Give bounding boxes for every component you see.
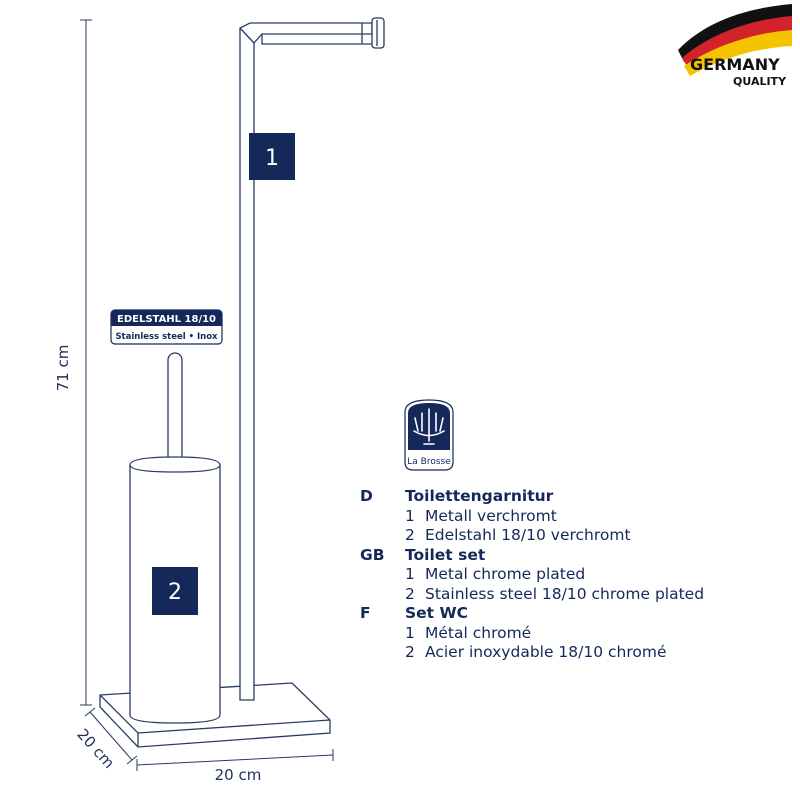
- holder-number: 1: [265, 146, 279, 171]
- flag-stripe-black: [678, 4, 792, 62]
- product-legend: D Toilettengarnitur 1 Metall verchromt 2…: [360, 487, 704, 663]
- la-brosse-text: La Brosse: [407, 457, 451, 467]
- language-code: F: [360, 604, 371, 622]
- holder-end-cap: [371, 17, 385, 49]
- material-badge-title: EDELSTAHL 18/10: [117, 314, 216, 325]
- legend-item: 1 Metal chrome plated: [405, 565, 586, 583]
- height-dimension: [80, 19, 92, 706]
- brush-handle: [167, 352, 183, 464]
- la-brosse-logo: La Brosse: [404, 399, 454, 471]
- legend-german: D Toilettengarnitur 1 Metall verchromt 2…: [360, 487, 704, 546]
- legend-title: Toilettengarnitur: [405, 487, 554, 505]
- language-code: D: [360, 487, 373, 505]
- legend-item: 1 Métal chromé: [405, 623, 532, 642]
- legend-english: GB Toilet set 1 Metal chrome plated 2 St…: [360, 546, 704, 605]
- depth-dimension: [84, 707, 138, 765]
- flag-stripe-gold: [684, 30, 792, 76]
- paper-holder: [239, 17, 385, 701]
- legend-item: 2 Acier inoxydable 18/10 chromé: [405, 643, 667, 661]
- brush-number-box: [152, 567, 198, 615]
- germany-text: GERMANY: [690, 55, 780, 74]
- holder-number-box: [249, 133, 295, 180]
- depth-label: 20 cm: [73, 725, 118, 772]
- width-dimension: [136, 749, 334, 771]
- height-label: 71 cm: [54, 345, 72, 392]
- brush-icon: [413, 408, 445, 445]
- material-badge-subtitle: Stainless steel • Inox: [115, 332, 218, 342]
- material-badge: EDELSTAHL 18/10 Stainless steel • Inox: [110, 309, 223, 345]
- language-code: GB: [360, 545, 385, 564]
- brush-holder: [129, 352, 221, 724]
- quality-text: QUALITY: [733, 75, 787, 88]
- legend-title: Set WC: [405, 604, 468, 622]
- legend-item: 2 Stainless steel 18/10 chrome plated: [405, 584, 705, 603]
- legend-item: 1 Metall verchromt: [405, 506, 557, 525]
- legend-french: F Set WC 1 Métal chromé 2 Acier inoxydab…: [360, 604, 704, 663]
- legend-item: 2 Edelstahl 18/10 verchromt: [405, 526, 631, 544]
- brush-number: 2: [168, 580, 182, 605]
- germany-quality-logo: GERMANY QUALITY: [678, 4, 792, 88]
- legend-title: Toilet set: [405, 545, 486, 564]
- width-label: 20 cm: [215, 766, 262, 784]
